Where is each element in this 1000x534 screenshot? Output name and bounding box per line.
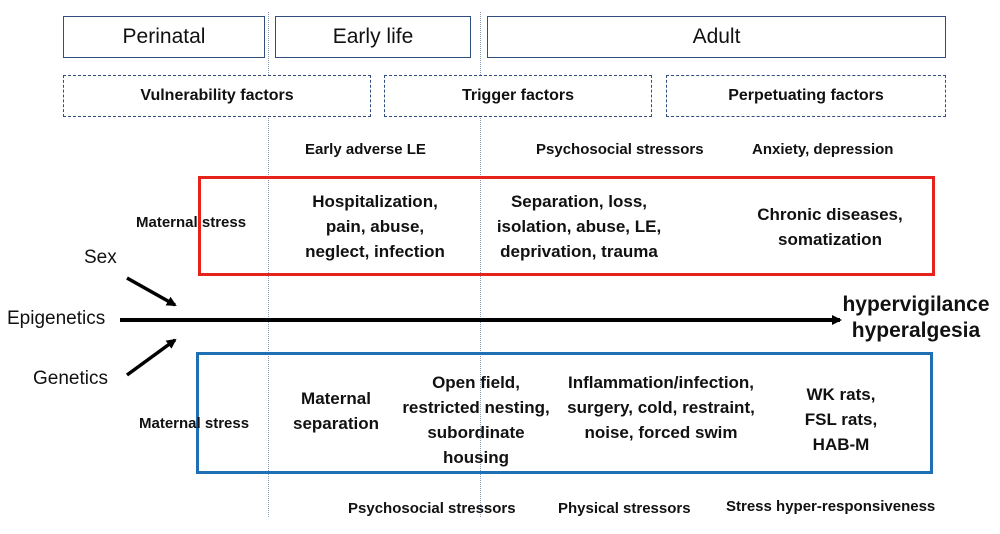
red-early-line-3: neglect, infection — [305, 242, 445, 261]
red-trigger-line-2: isolation, abuse, LE, — [496, 217, 662, 236]
red-box-human — [198, 176, 935, 276]
label-anxiety-depression: Anxiety, depression — [752, 141, 894, 158]
outcome-hypervigilance: hypervigilance — [842, 293, 990, 316]
sex-arrow — [126, 276, 177, 307]
outcome-label: hypervigilance hyperalgesia — [835, 292, 997, 344]
outcome-hyperalgesia: hyperalgesia — [851, 319, 981, 342]
blue-physical-line-1: Inflammation/infection, — [567, 373, 755, 392]
label-epigenetics: Epigenetics — [7, 308, 106, 329]
label-stress-hyper-responsiveness: Stress hyper-responsiveness — [726, 498, 936, 515]
blue-housing: Open field, restricted nesting, subordin… — [394, 370, 558, 470]
separator-line-early — [268, 12, 269, 517]
period-early-life: Early life — [275, 16, 471, 58]
blue-housing-line-3: subordinate — [427, 423, 525, 442]
separator-line-adult — [480, 12, 481, 517]
period-adult: Adult — [487, 16, 946, 58]
label-psychosocial-stressors-top: Psychosocial stressors — [536, 141, 704, 158]
blue-box-animal — [196, 352, 933, 474]
blue-housing-line-4: housing — [442, 448, 510, 467]
blue-models: WK rats, FSL rats, HAB-M — [783, 382, 899, 457]
blue-physical: Inflammation/infection, surgery, cold, r… — [552, 370, 770, 445]
label-sex: Sex — [84, 247, 117, 268]
blue-models-line-3: HAB-M — [812, 435, 870, 454]
blue-housing-line-1: Open field, — [432, 373, 520, 392]
blue-models-line-1: WK rats, — [806, 385, 876, 404]
red-trigger-line-1: Separation, loss, — [510, 192, 648, 211]
label-psychosocial-stressors-bottom: Psychosocial stressors — [348, 500, 516, 517]
blue-physical-line-2: surgery, cold, restraint, — [567, 398, 755, 417]
red-perpetuating-items: Chronic diseases, somatization — [740, 202, 920, 252]
red-early-line-2: pain, abuse, — [325, 217, 425, 236]
blue-models-line-2: FSL rats, — [804, 410, 878, 429]
red-early-line-1: Hospitalization, — [312, 192, 438, 211]
blue-separation: Maternal separation — [277, 386, 395, 436]
period-perinatal: Perinatal — [63, 16, 265, 58]
red-trigger-line-3: deprivation, trauma — [500, 242, 658, 261]
red-perpetuating-line-2: somatization — [778, 230, 882, 249]
blue-physical-line-3: noise, forced swim — [584, 423, 738, 442]
genetics-arrow — [125, 338, 177, 377]
blue-separation-line-2: separation — [293, 414, 379, 433]
red-early-items: Hospitalization, pain, abuse, neglect, i… — [280, 189, 470, 264]
blue-housing-line-2: restricted nesting, — [402, 398, 550, 417]
label-early-adverse-le: Early adverse LE — [305, 141, 426, 158]
factor-trigger: Trigger factors — [384, 75, 652, 117]
label-genetics: Genetics — [33, 368, 108, 389]
factor-vulnerability: Vulnerability factors — [63, 75, 371, 117]
red-maternal-stress: Maternal stress — [136, 214, 247, 231]
blue-separation-line-1: Maternal — [301, 389, 371, 408]
blue-maternal-stress: Maternal stress — [139, 415, 250, 432]
red-perpetuating-line-1: Chronic diseases, — [757, 205, 903, 224]
label-physical-stressors: Physical stressors — [558, 500, 691, 517]
red-trigger-items: Separation, loss, isolation, abuse, LE, … — [487, 189, 671, 264]
factor-perpetuating: Perpetuating factors — [666, 75, 946, 117]
